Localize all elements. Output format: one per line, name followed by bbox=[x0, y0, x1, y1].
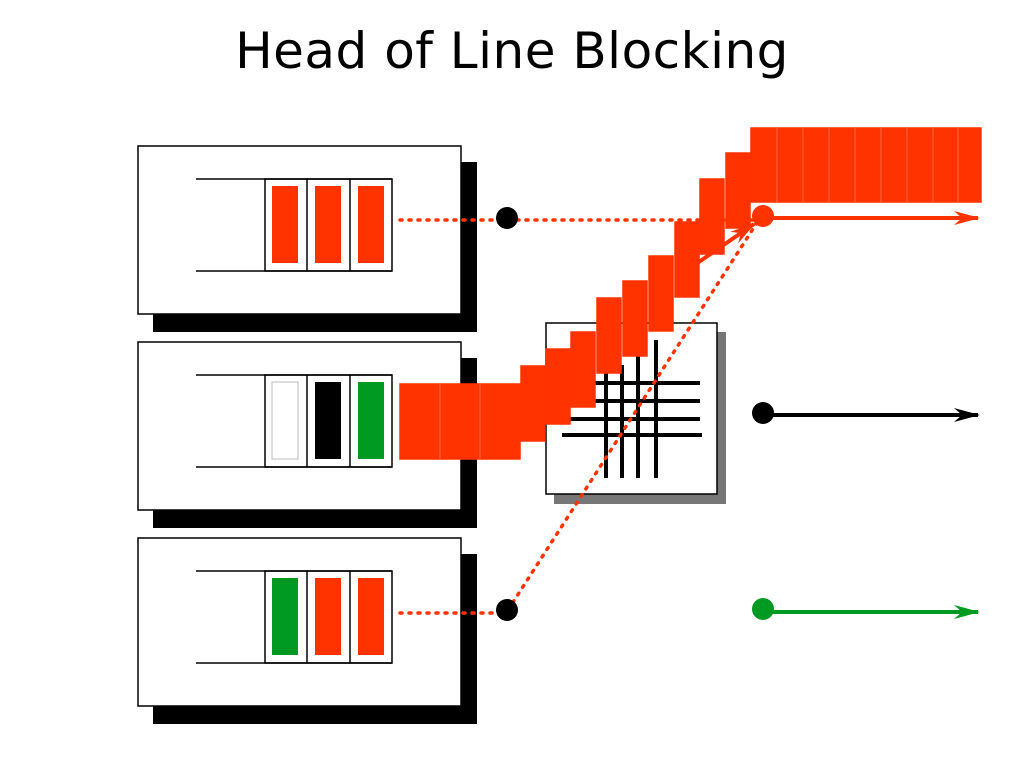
output-port-2 bbox=[752, 402, 980, 424]
queue-3-cell-3 bbox=[272, 578, 298, 655]
packet-block bbox=[520, 365, 546, 442]
queue-3-cell-1 bbox=[358, 578, 384, 655]
red-packet-path bbox=[399, 127, 982, 460]
dotted-link-input-3-to-output-1 bbox=[506, 216, 762, 612]
input-port-3-box bbox=[137, 537, 462, 707]
packet-block-head bbox=[399, 383, 521, 460]
packet-block bbox=[570, 331, 596, 408]
input-queue-1 bbox=[196, 178, 393, 272]
queue-2-cell-2 bbox=[315, 382, 341, 459]
queue-2-cell-3 bbox=[271, 381, 299, 460]
input-queue-2 bbox=[196, 374, 393, 468]
queue-1-cell-1 bbox=[358, 186, 384, 263]
packet-block-dividers bbox=[439, 128, 959, 459]
packet-block bbox=[596, 297, 622, 374]
input-3-request-dot bbox=[496, 599, 518, 621]
packet-block bbox=[674, 221, 700, 298]
output-port-1 bbox=[752, 205, 980, 227]
packet-block bbox=[699, 178, 725, 255]
queue-1-cell-2 bbox=[315, 186, 341, 263]
output-2-dot bbox=[752, 402, 774, 424]
queue-2-cell-1 bbox=[358, 382, 384, 459]
crossbar-grid bbox=[562, 340, 702, 478]
queue-3-cell-2 bbox=[315, 578, 341, 655]
output-3-dot bbox=[752, 598, 774, 620]
packet-block bbox=[648, 255, 674, 332]
input-port-1 bbox=[137, 145, 477, 332]
input-port-3 bbox=[137, 537, 477, 724]
input-port-1-box bbox=[137, 145, 462, 315]
input-queue-3 bbox=[196, 570, 393, 664]
queue-1-cell-3 bbox=[272, 186, 298, 263]
granted-connection-arrow bbox=[678, 222, 756, 277]
output-1-dot bbox=[752, 205, 774, 227]
packet-block bbox=[545, 348, 571, 425]
packet-block bbox=[622, 280, 648, 357]
packet-block-tail bbox=[750, 127, 982, 203]
output-port-3 bbox=[752, 598, 980, 620]
slide-title: Head of Line Blocking bbox=[235, 22, 789, 80]
pending-connections bbox=[398, 216, 762, 615]
packet-block bbox=[725, 152, 751, 229]
input-1-request-dot bbox=[496, 207, 518, 229]
